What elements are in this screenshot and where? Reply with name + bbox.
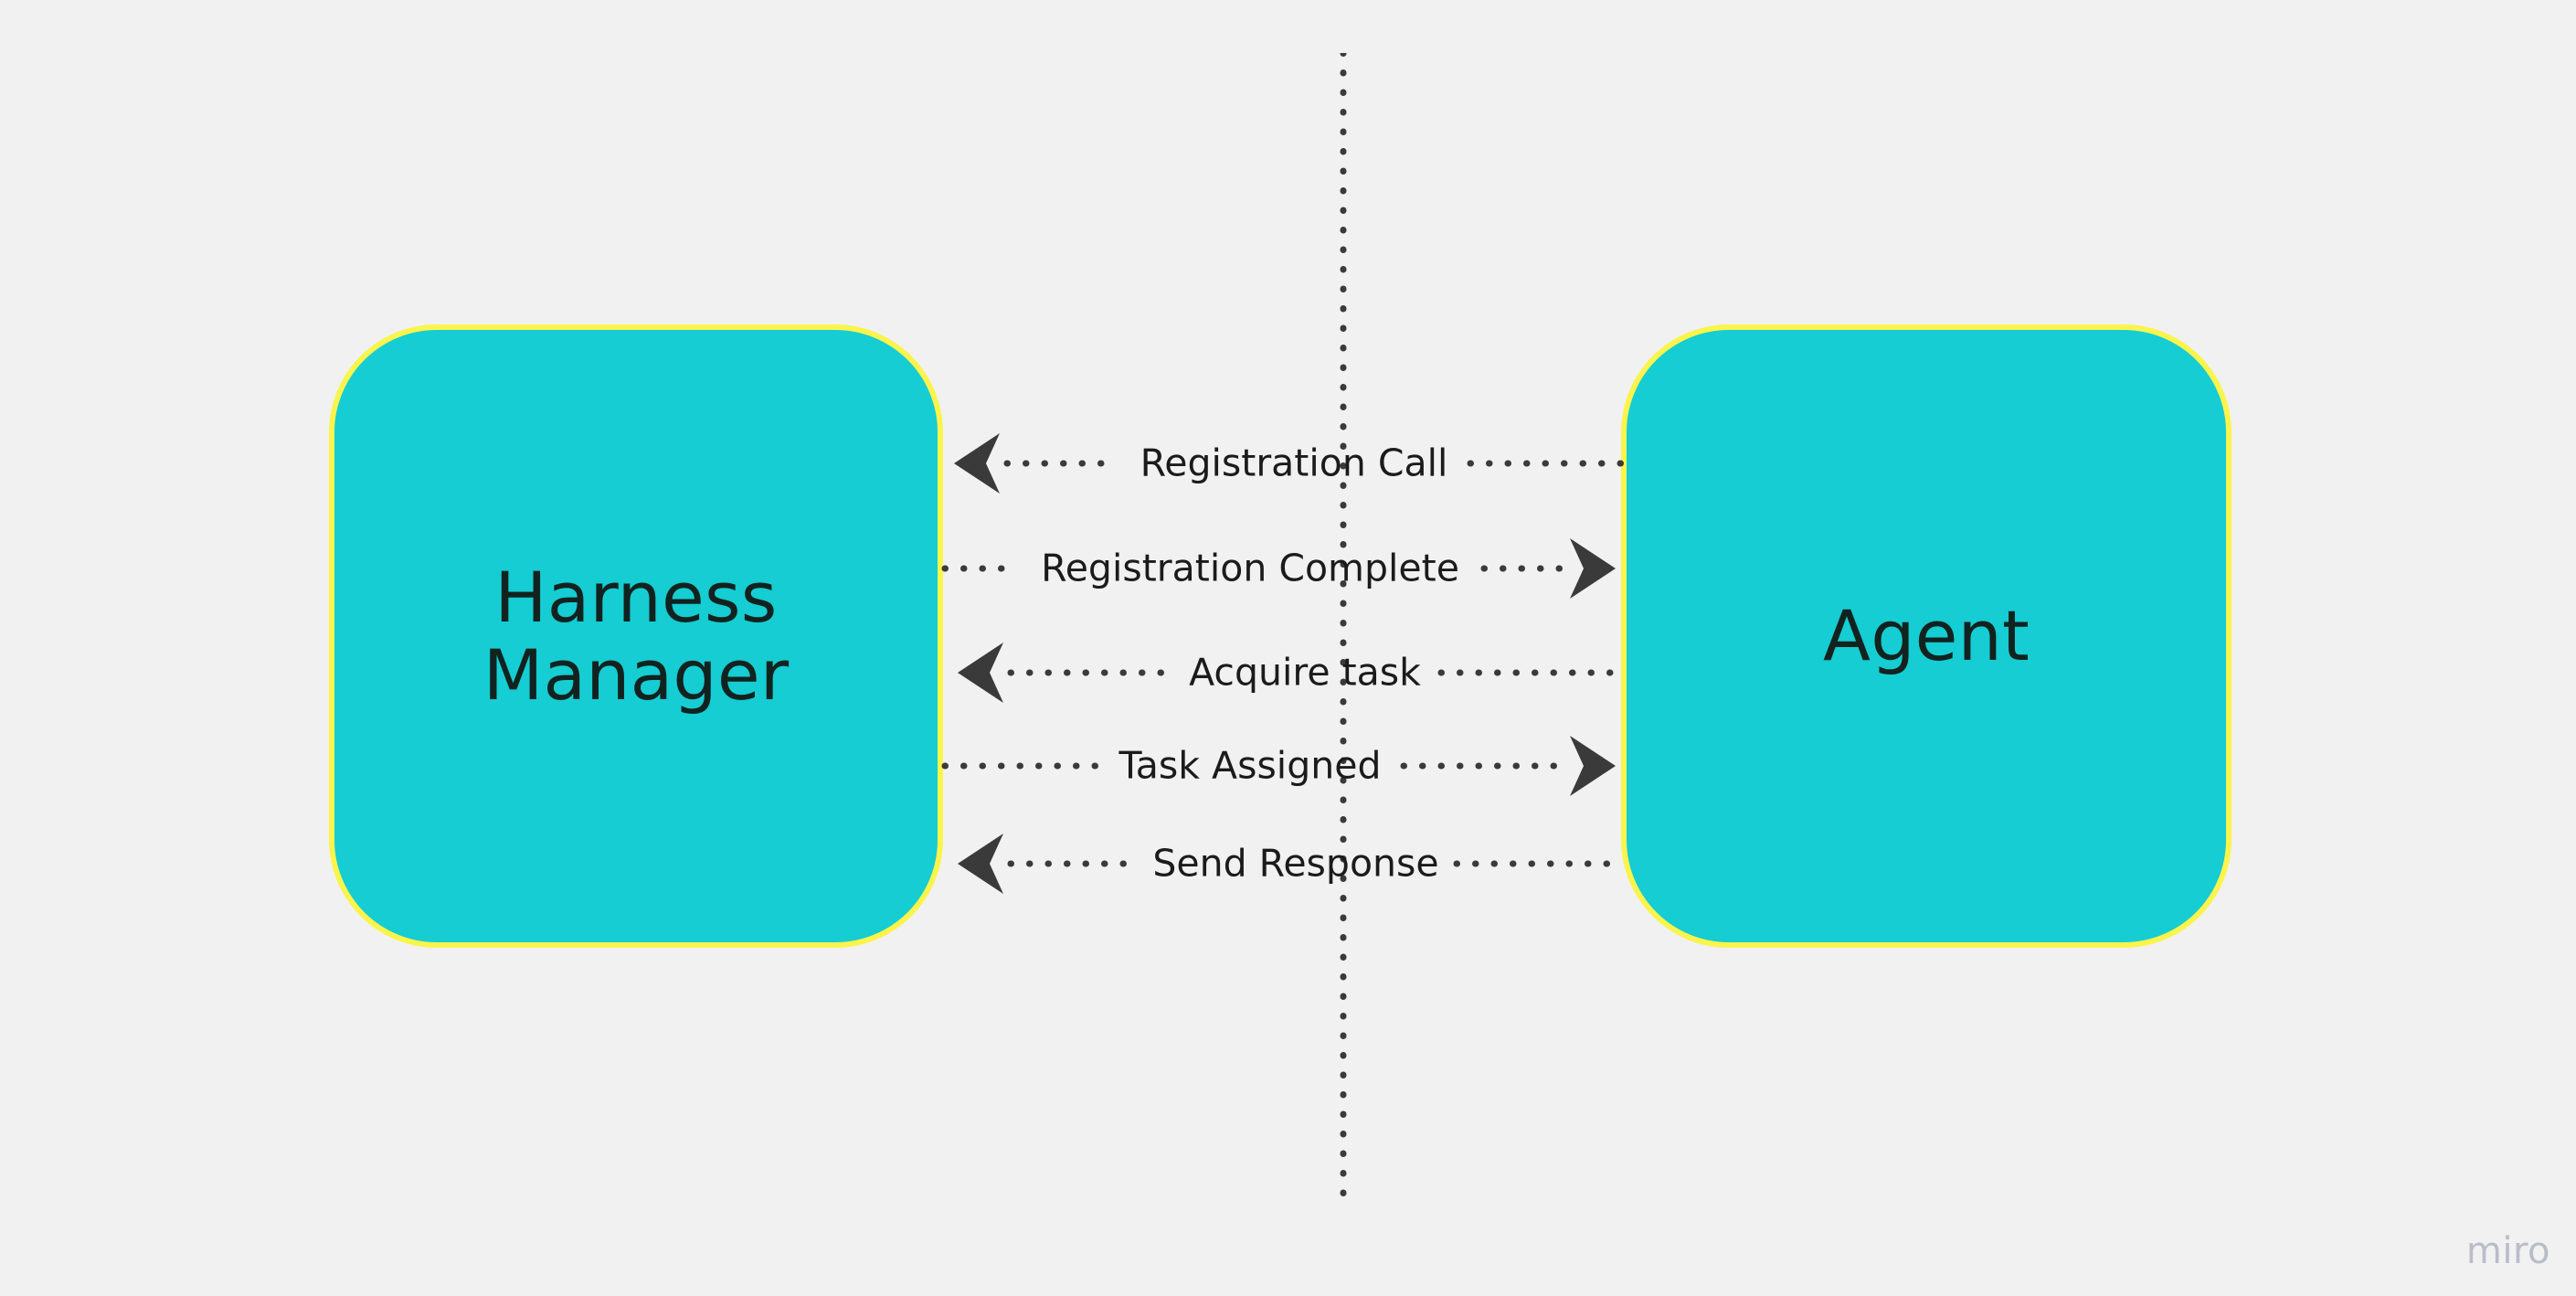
miro-watermark: miro <box>2465 1230 2550 1272</box>
node-agent[interactable]: Agent <box>1621 324 2231 948</box>
arrowhead-task-assigned <box>1570 736 1616 796</box>
message-label-task-assigned: Task Assigned <box>1118 743 1382 788</box>
node-harness-manager-label: Harness Manager <box>482 556 790 716</box>
vertical-dotted-divider <box>1340 53 1347 1206</box>
message-label-send-response: Send Response <box>1152 841 1439 886</box>
message-label-registration-complete: Registration Complete <box>1041 546 1459 590</box>
arrowhead-send-response <box>958 834 1003 894</box>
arrowhead-registration-call <box>954 433 1000 494</box>
message-label-registration-call: Registration Call <box>1140 441 1448 485</box>
node-agent-label: Agent <box>1823 595 2030 677</box>
arrowhead-acquire-task <box>958 643 1003 703</box>
message-label-acquire-task: Acquire task <box>1189 650 1421 695</box>
node-harness-manager[interactable]: Harness Manager <box>329 324 943 948</box>
arrowhead-registration-complete <box>1570 538 1616 599</box>
